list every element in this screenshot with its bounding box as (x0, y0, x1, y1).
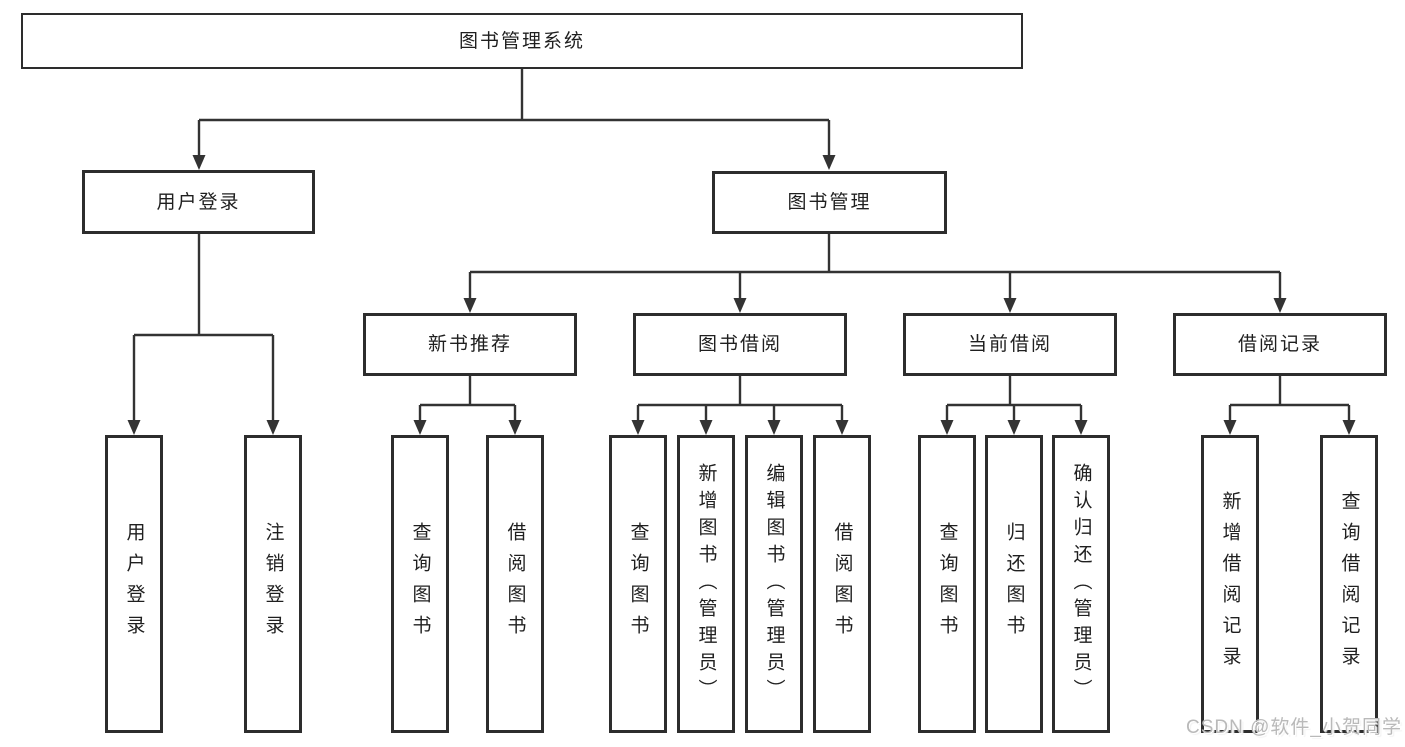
node-book-mgmt: 图书管理 (712, 171, 947, 234)
node-root-label: 图书管理系统 (458, 30, 585, 52)
leaf-login-logout-label: 注销登录 (262, 522, 284, 646)
leaf-newbooks-borrow: 借阅图书 (486, 435, 544, 733)
leaf-newbooks-borrow-label: 借阅图书 (504, 522, 526, 646)
node-new-books: 新书推荐 (363, 313, 577, 376)
node-user-login: 用户登录 (82, 170, 315, 234)
connector-user-login-to-children (127, 234, 280, 435)
leaf-borrow-borrow: 借阅图书 (813, 435, 871, 733)
leaf-records-query-label: 查询借阅记录 (1338, 491, 1360, 677)
node-root: 图书管理系统 (21, 13, 1023, 69)
leaf-login-user-login: 用户登录 (105, 435, 163, 733)
leaf-current-query: 查询图书 (918, 435, 976, 733)
leaf-login-user-login-label: 用户登录 (123, 522, 145, 646)
csdn-watermark: CSDN @软件_小贺同学 (1186, 717, 1402, 738)
connector-current-borrow-to-children (940, 376, 1088, 435)
leaf-borrow-add-label: 新增图书（管理员） (695, 462, 717, 706)
leaf-borrow-edit-label: 编辑图书（管理员） (763, 462, 785, 706)
leaf-records-add-label: 新增借阅记录 (1219, 491, 1241, 677)
node-user-login-label: 用户登录 (156, 191, 241, 213)
leaf-newbooks-query: 查询图书 (391, 435, 449, 733)
leaf-current-return-label: 归还图书 (1003, 522, 1025, 646)
leaf-login-logout: 注销登录 (244, 435, 302, 733)
connector-borrow-records-to-children (1223, 376, 1356, 435)
connector-new-books-to-children (413, 376, 522, 435)
leaf-records-add: 新增借阅记录 (1201, 435, 1259, 733)
leaf-current-query-label: 查询图书 (936, 522, 958, 646)
leaf-borrow-query: 查询图书 (609, 435, 667, 733)
node-current-borrow-label: 当前借阅 (967, 334, 1052, 355)
leaf-current-confirm-label: 确认归还（管理员） (1070, 462, 1092, 706)
connector-book-mgmt-to-level3 (463, 234, 1287, 313)
node-current-borrow: 当前借阅 (903, 313, 1117, 376)
node-new-books-label: 新书推荐 (427, 334, 512, 355)
leaf-current-confirm: 确认归还（管理员） (1052, 435, 1110, 733)
leaf-current-return: 归还图书 (985, 435, 1043, 733)
node-book-mgmt-label: 图书管理 (787, 192, 872, 213)
node-book-borrow-label: 图书借阅 (697, 334, 782, 355)
connector-book-borrow-to-children (631, 376, 849, 435)
leaf-borrow-borrow-label: 借阅图书 (831, 522, 853, 646)
leaf-borrow-add: 新增图书（管理员） (677, 435, 735, 733)
node-book-borrow: 图书借阅 (633, 313, 847, 376)
connector-root-to-level2 (192, 69, 836, 170)
leaf-borrow-edit: 编辑图书（管理员） (745, 435, 803, 733)
leaf-borrow-query-label: 查询图书 (627, 522, 649, 646)
leaf-newbooks-query-label: 查询图书 (409, 522, 431, 646)
node-borrow-records: 借阅记录 (1173, 313, 1387, 376)
node-borrow-records-label: 借阅记录 (1237, 334, 1322, 355)
leaf-records-query: 查询借阅记录 (1320, 435, 1378, 733)
